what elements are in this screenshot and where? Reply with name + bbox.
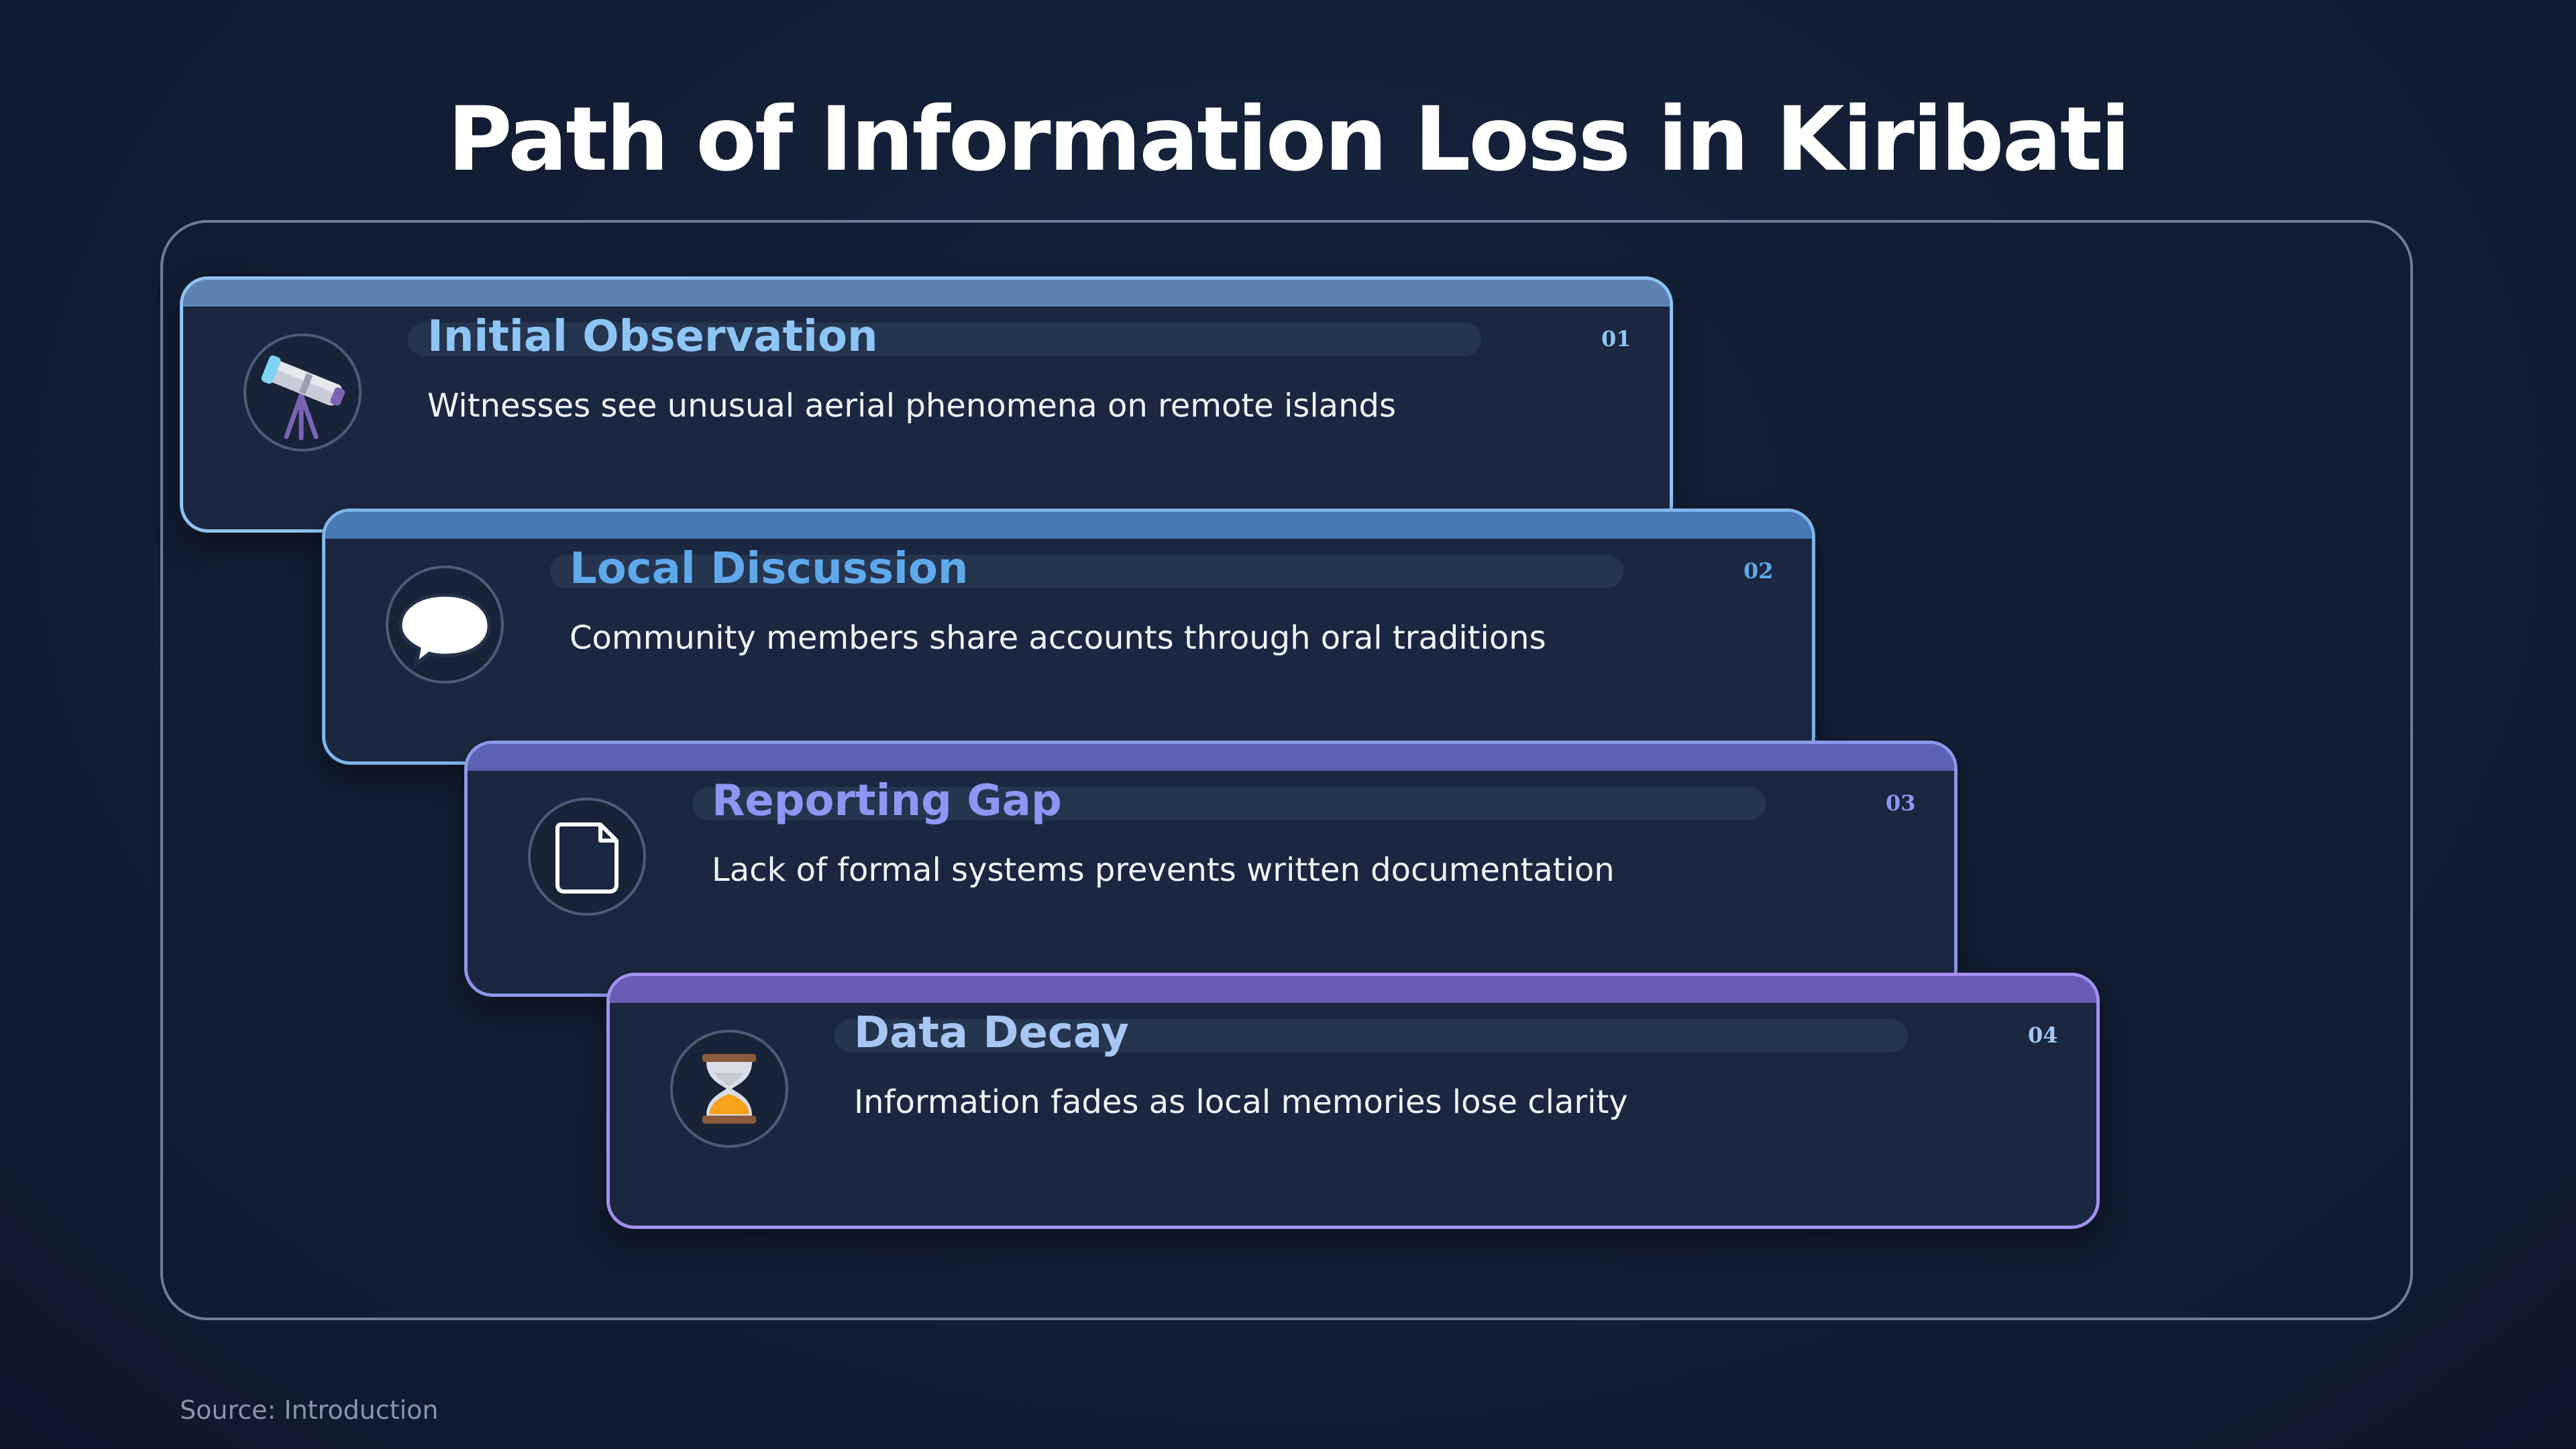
card-top-bar bbox=[183, 280, 1670, 307]
step-title: Initial Observation bbox=[427, 312, 878, 362]
step-title: Local Discussion bbox=[570, 544, 969, 594]
step-number: 02 bbox=[1743, 558, 1774, 584]
icon-badge bbox=[528, 798, 646, 916]
step-card-data-decay: Data Decay 04 Information fades as local… bbox=[606, 973, 2100, 1229]
telescope-icon bbox=[261, 355, 345, 441]
step-title: Reporting Gap bbox=[712, 776, 1062, 826]
icon-badge bbox=[386, 566, 504, 684]
title-pill bbox=[835, 1019, 1908, 1053]
card-top-bar bbox=[468, 744, 1954, 771]
card-top-bar bbox=[325, 512, 1812, 539]
step-description: Witnesses see unusual aerial phenomena o… bbox=[427, 387, 1396, 425]
hourglass-icon bbox=[702, 1054, 756, 1124]
title-pill bbox=[692, 787, 1766, 820]
icon-badge bbox=[670, 1030, 788, 1148]
title-pill bbox=[550, 555, 1623, 588]
step-title: Data Decay bbox=[854, 1008, 1129, 1058]
step-description: Community members share accounts through… bbox=[570, 619, 1546, 657]
step-card-reporting-gap: Reporting Gap 03 Lack of formal systems … bbox=[464, 741, 1957, 997]
card-top-bar bbox=[610, 976, 2096, 1003]
icon-badge bbox=[244, 333, 362, 451]
step-number: 03 bbox=[1886, 790, 1916, 816]
source-note: Source: Introduction bbox=[180, 1395, 439, 1425]
step-number: 04 bbox=[2028, 1022, 2058, 1048]
step-number: 01 bbox=[1601, 326, 1631, 352]
step-description: Lack of formal systems prevents written … bbox=[712, 851, 1615, 889]
speech-bubble-icon bbox=[398, 593, 491, 668]
step-card-local-discussion: Local Discussion 02 Community members sh… bbox=[322, 508, 1815, 765]
step-description: Information fades as local memories lose… bbox=[854, 1083, 1628, 1121]
title-pill bbox=[408, 323, 1481, 356]
step-card-initial-observation: Initial Observation 01 Witnesses see unu… bbox=[180, 276, 1673, 533]
page-title: Path of Information Loss in Kiribati bbox=[447, 88, 2131, 191]
document-icon bbox=[555, 822, 619, 894]
